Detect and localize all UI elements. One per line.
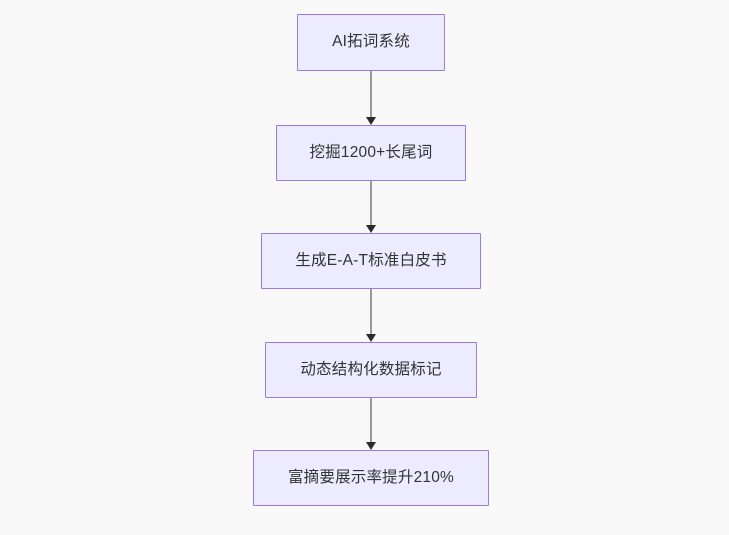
flow-node-label: 富摘要展示率提升210% [287, 468, 455, 486]
flow-edge-3-4 [366, 289, 376, 342]
edge-line [370, 71, 372, 118]
edge-line [370, 398, 372, 443]
arrow-down-icon [366, 225, 376, 233]
arrow-down-icon [366, 334, 376, 342]
flow-node-label: 挖掘1200+长尾词 [309, 143, 433, 161]
flow-node-label: AI拓词系统 [332, 33, 410, 51]
flow-edge-1-2 [366, 71, 376, 125]
flow-node-label: 动态结构化数据标记 [300, 360, 442, 378]
arrow-down-icon [366, 442, 376, 450]
edge-line [370, 289, 372, 335]
arrow-down-icon [366, 117, 376, 125]
flow-node-3[interactable]: 生成E-A-T标准白皮书 [261, 233, 481, 289]
flow-node-1[interactable]: AI拓词系统 [297, 14, 445, 71]
flow-node-5[interactable]: 富摘要展示率提升210% [253, 450, 489, 506]
edge-line [370, 181, 372, 226]
flow-node-2[interactable]: 挖掘1200+长尾词 [276, 125, 466, 181]
flow-edge-4-5 [366, 398, 376, 450]
flow-node-label: 生成E-A-T标准白皮书 [295, 251, 447, 269]
flow-node-4[interactable]: 动态结构化数据标记 [265, 342, 477, 398]
flow-edge-2-3 [366, 181, 376, 233]
